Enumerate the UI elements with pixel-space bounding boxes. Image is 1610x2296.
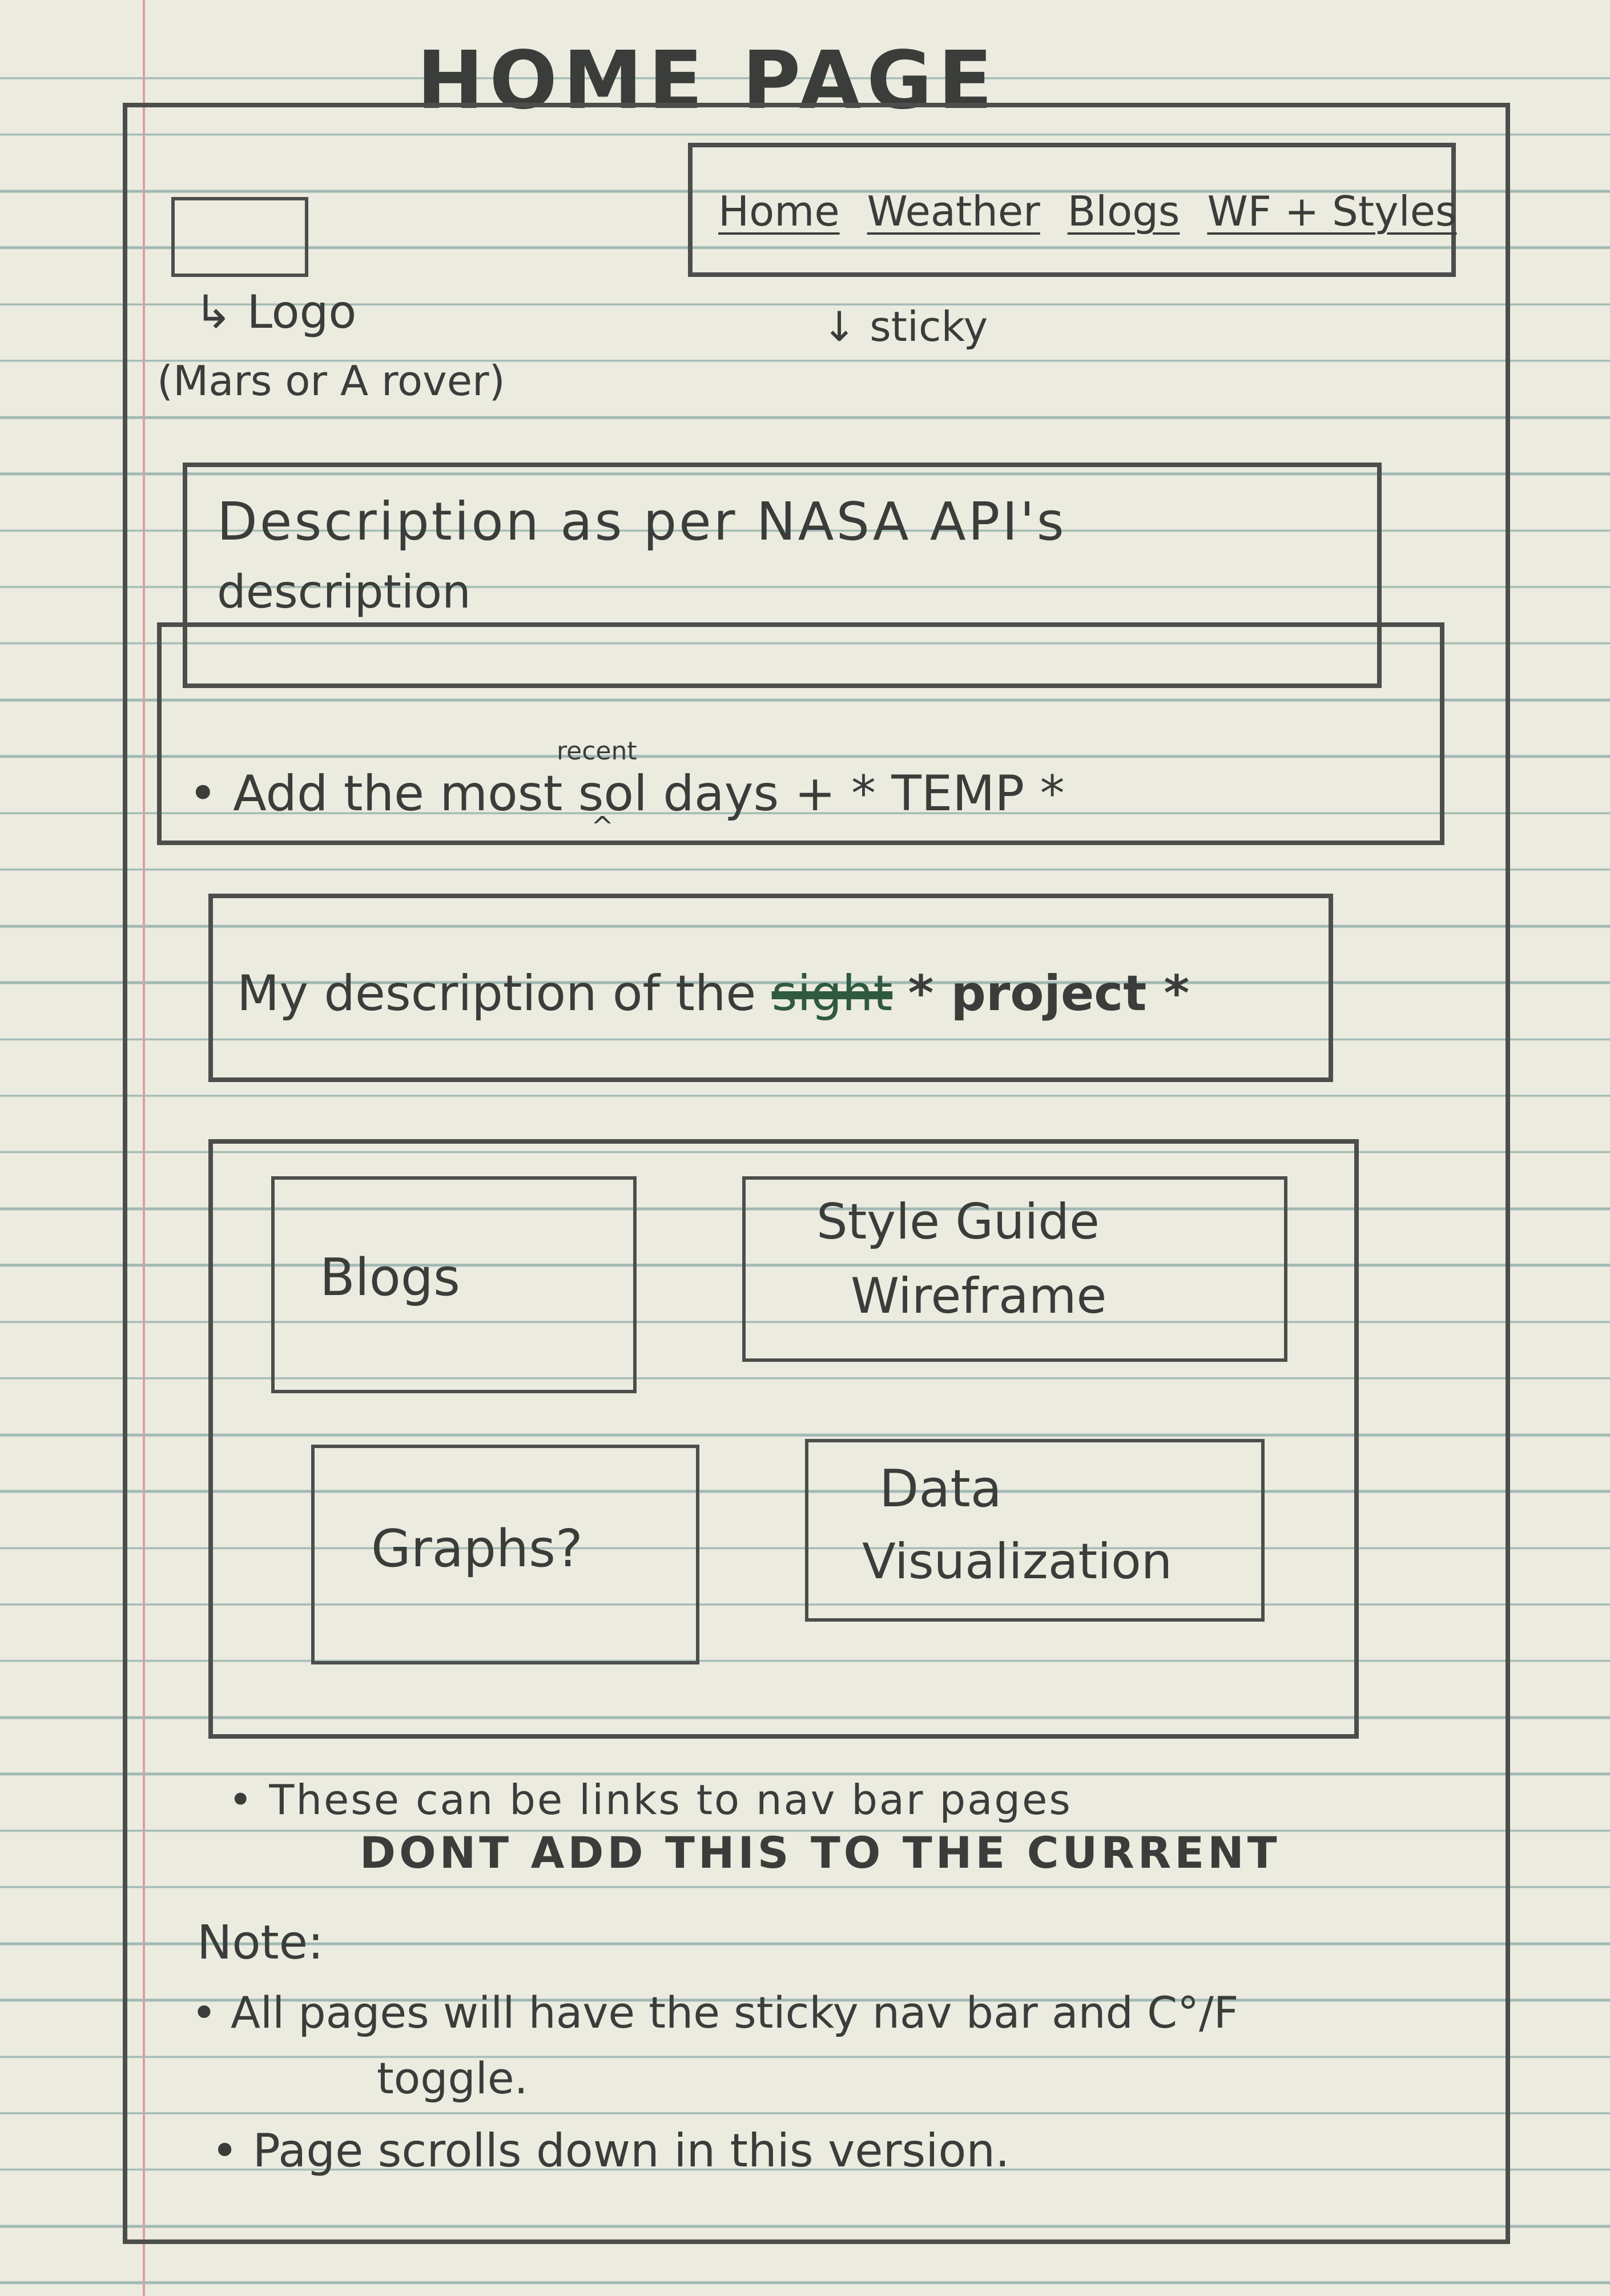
api-description-line1: Description as per NASA API's <box>217 491 1066 552</box>
nav-item-weather[interactable]: Weather <box>867 187 1040 235</box>
links-note-line2: DONT ADD THIS TO THE CURRENT <box>360 1827 1281 1878</box>
logo-note: (Mars or A rover) <box>157 357 505 405</box>
card-style-guide-wireframe[interactable] <box>742 1176 1287 1362</box>
logo-placeholder <box>171 197 308 277</box>
sol-temp-box <box>157 622 1444 845</box>
card-style-guide-line2: Wireframe <box>851 1268 1107 1325</box>
nav-item-blogs[interactable]: Blogs <box>1067 187 1180 235</box>
note-item-1-line1: • All pages will have the sticky nav bar… <box>191 1987 1239 2038</box>
page-title: HOME PAGE <box>417 34 999 127</box>
project-description-text: My description of the sight * project * <box>237 965 1189 1022</box>
card-data-line1: Data <box>879 1459 1002 1519</box>
api-description-line2: description <box>217 565 471 618</box>
api-description-box <box>183 463 1382 688</box>
sol-temp-bullet: • Add the most sol days + * TEMP * <box>188 765 1065 822</box>
card-blogs-label: Blogs <box>320 1248 460 1308</box>
page-frame <box>123 103 1510 2244</box>
card-style-guide-line1: Style Guide <box>816 1193 1100 1250</box>
card-graphs[interactable] <box>311 1445 699 1664</box>
insert-caret: ^ <box>591 811 614 843</box>
card-data-line2: Visualization <box>862 1533 1173 1590</box>
card-graphs-label: Graphs? <box>371 1519 583 1579</box>
project-description-prefix: My description of the <box>237 965 756 1022</box>
links-note-line1: • These can be links to nav bar pages <box>228 1776 1072 1824</box>
nav-bar: Home Weather Blogs WF + Styles <box>688 143 1457 277</box>
struck-word: sight <box>771 965 893 1022</box>
sticky-note: ↓ sticky <box>822 303 988 351</box>
logo-label: ↳ Logo <box>194 286 357 339</box>
card-blogs[interactable] <box>271 1176 637 1393</box>
links-grid-container <box>208 1139 1359 1739</box>
note-item-2: • Page scrolls down in this version. <box>211 2124 1010 2177</box>
notebook-margin-line <box>143 0 145 2296</box>
card-data-visualization[interactable] <box>805 1439 1265 1622</box>
nav-item-wf-styles[interactable]: WF + Styles <box>1207 187 1457 235</box>
nav-item-home[interactable]: Home <box>718 187 840 235</box>
project-word: * project * <box>908 965 1190 1022</box>
project-description-box <box>208 894 1333 1082</box>
note-item-1-line2: toggle. <box>377 2053 528 2104</box>
insert-note-recent: recent <box>557 737 637 766</box>
notes-heading: Note: <box>197 1916 324 1970</box>
